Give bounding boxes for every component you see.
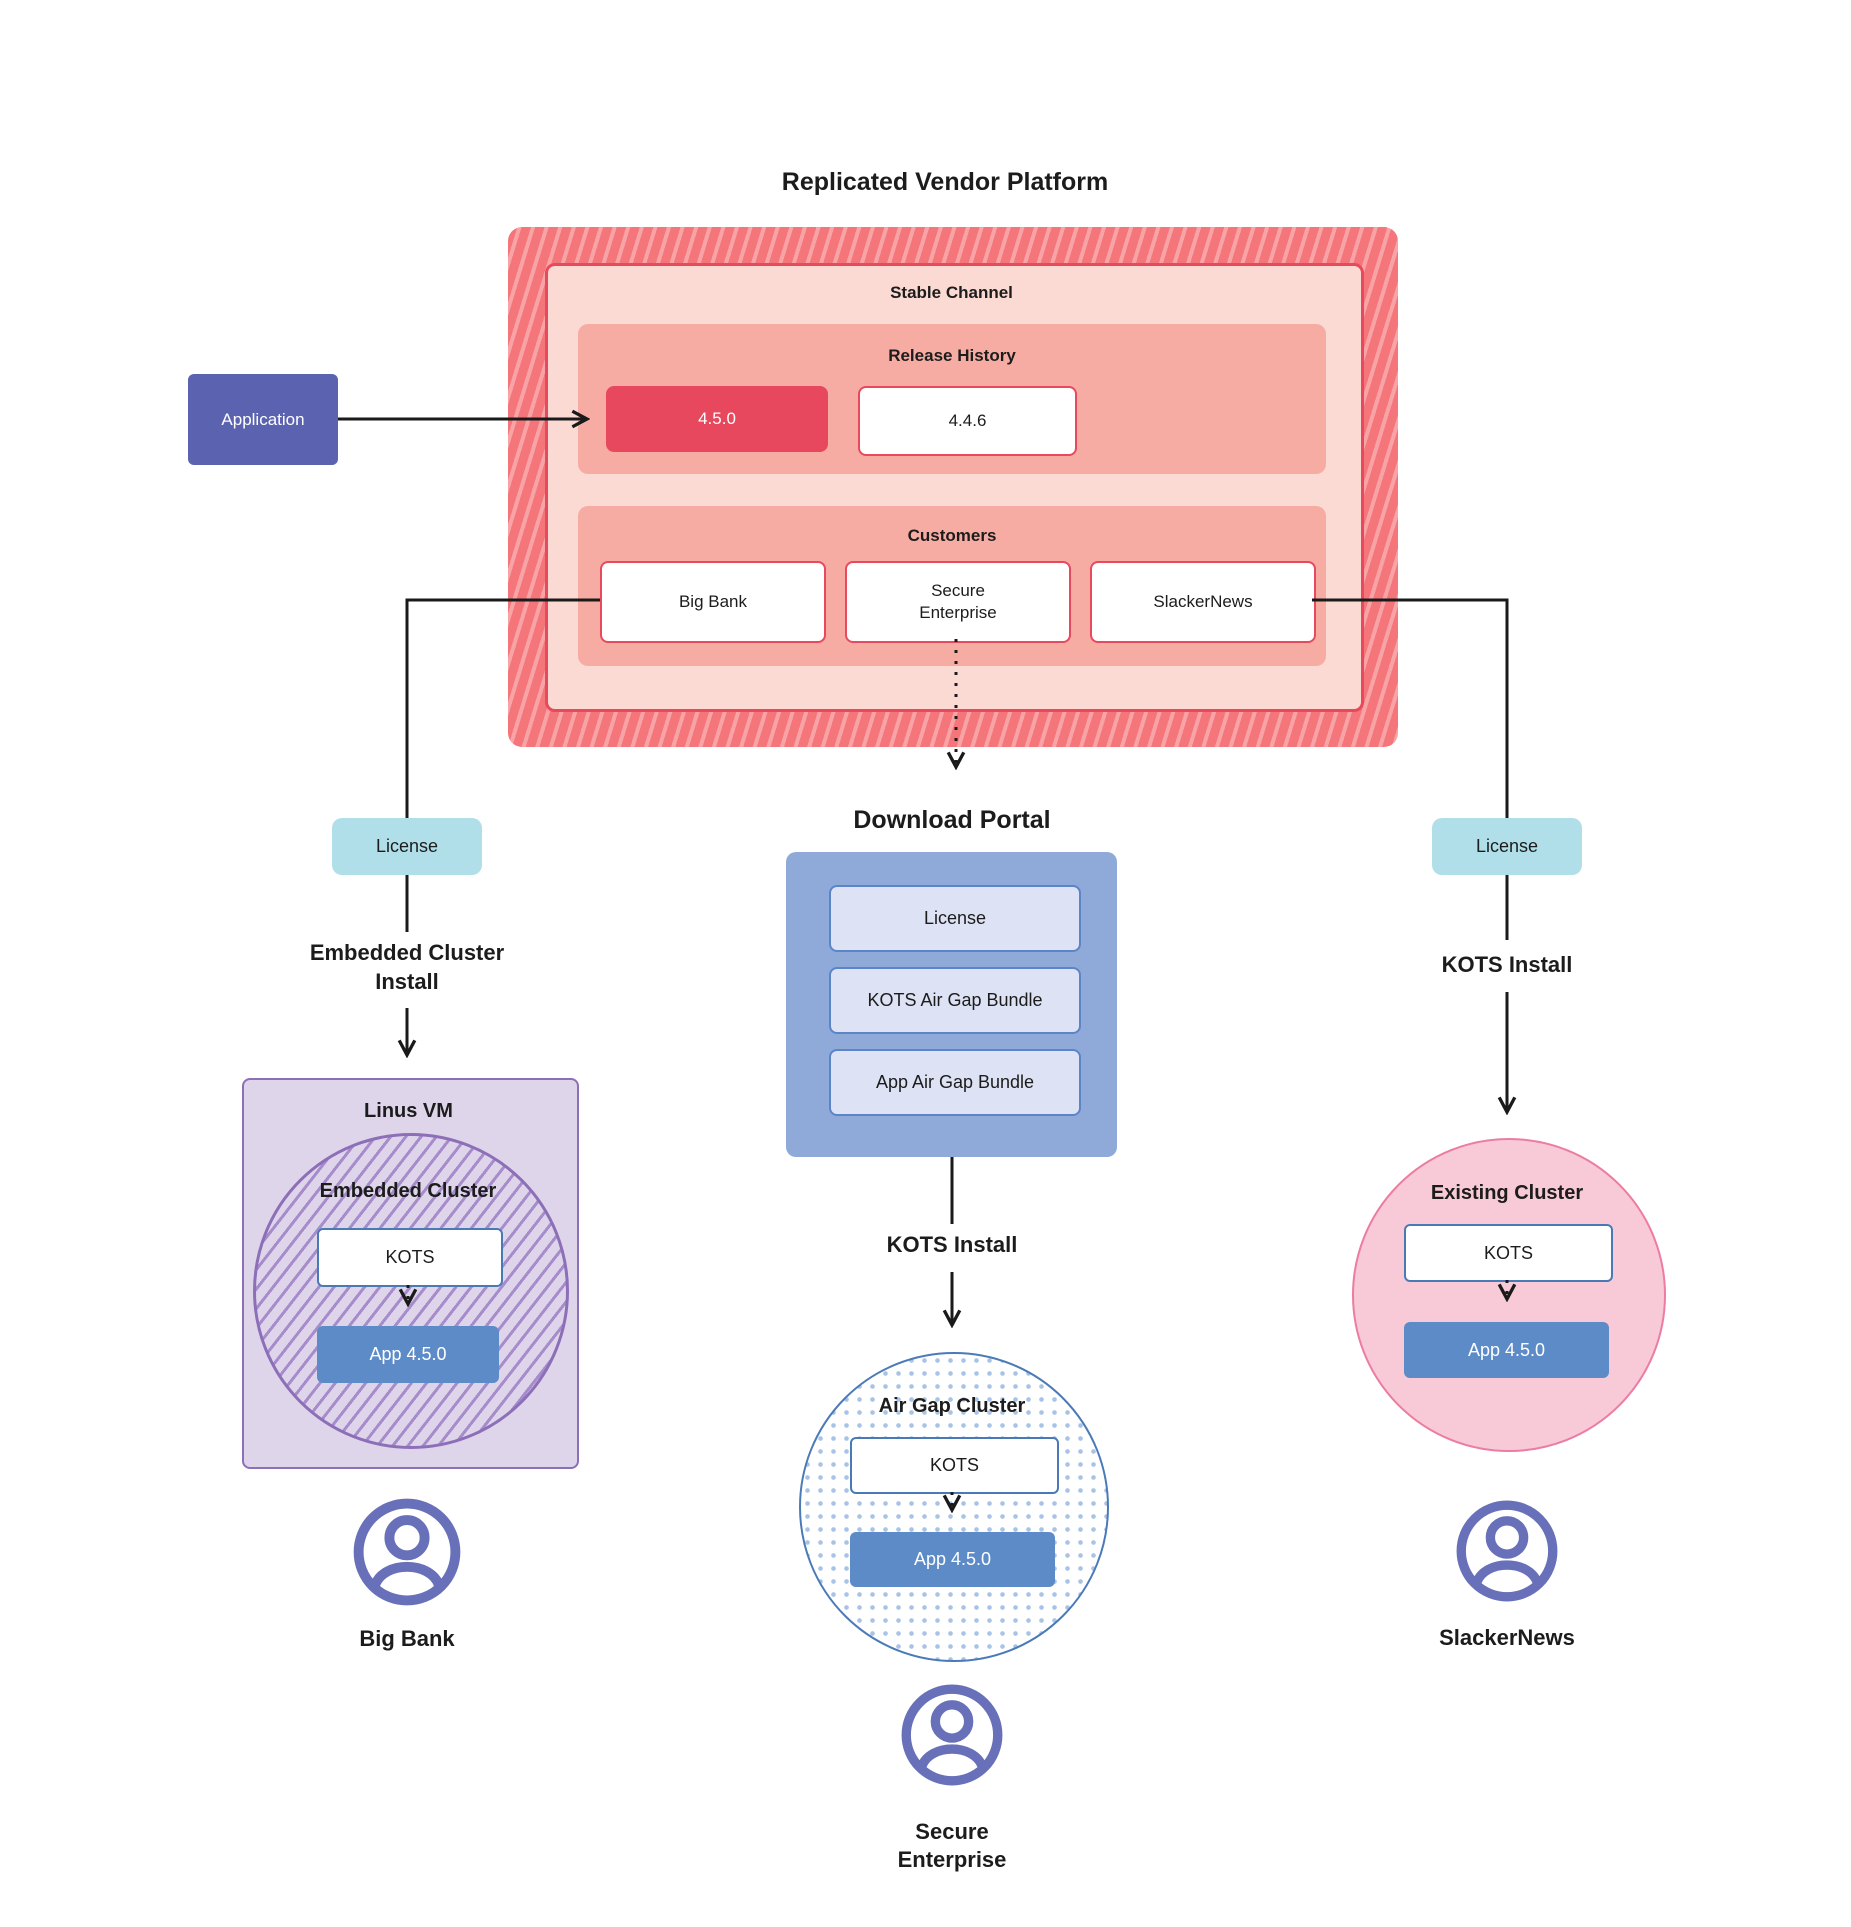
secure-enterprise-user-icon [901,1684,1003,1786]
release-current-label: 4.5.0 [698,409,736,428]
portal-kots-bundle-box: KOTS Air Gap Bundle [829,967,1081,1034]
download-portal-title: Download Portal [853,806,1051,834]
application-box: Application [188,374,338,465]
air-gap-cluster-circle [799,1352,1109,1662]
secure-enterprise-user-label: Secure Enterprise [852,1818,1052,1873]
embedded-cluster-install-label: Embedded Cluster Install [309,940,505,995]
linus-vm-label: Linus VM [364,1100,453,1122]
kots-install-right-label: KOTS Install [1441,952,1573,977]
customer-big-bank-label: Big Bank [678,591,748,611]
embedded-cluster-circle [253,1133,569,1449]
air-gap-kots-box: KOTS [850,1437,1059,1494]
portal-app-bundle-box: App Air Gap Bundle [829,1049,1081,1116]
release-history-label: Release History [888,346,1016,365]
air-gap-kots-label: KOTS [929,1455,979,1475]
customer-slackernews-box: SlackerNews [1090,561,1316,643]
kots-install-middle-label: KOTS Install [886,1232,1018,1257]
portal-license-box: License [829,885,1081,952]
stable-channel-label: Stable Channel [890,283,1013,302]
secure-enterprise-user-label-text: Secure Enterprise [897,1819,1007,1872]
portal-kots-bundle-label: KOTS Air Gap Bundle [867,990,1043,1010]
big-bank-license-label: License [375,836,439,856]
slackernews-license-label: License [1475,836,1539,856]
existing-kots-box: KOTS [1404,1224,1613,1282]
big-bank-license-box: License [332,818,482,875]
embedded-cluster-label: Embedded Cluster [319,1180,497,1202]
customers-label: Customers [907,526,997,545]
big-bank-user-icon [353,1498,461,1606]
release-previous-label: 4.4.6 [948,410,987,430]
release-previous-box: 4.4.6 [858,386,1077,456]
slackernews-license-box: License [1432,818,1582,875]
big-bank-app-label: App 4.5.0 [369,1344,447,1364]
customer-big-bank-box: Big Bank [600,561,826,643]
existing-app-label: App 4.5.0 [1467,1339,1546,1360]
diagram-title: Replicated Vendor Platform [781,168,1109,196]
big-bank-app-box: App 4.5.0 [317,1326,499,1383]
big-bank-user-label: Big Bank [359,1626,455,1651]
release-current-box: 4.5.0 [606,386,828,452]
big-bank-kots-label: KOTS [385,1247,435,1267]
existing-cluster-label: Existing Cluster [1430,1182,1584,1204]
application-label: Application [221,409,305,429]
existing-app-box: App 4.5.0 [1404,1322,1609,1378]
slackernews-user-label: SlackerNews [1439,1625,1575,1650]
slackernews-user-icon [1456,1500,1558,1602]
customer-secure-enterprise-label: Secure Enterprise [919,580,997,622]
air-gap-cluster-label: Air Gap Cluster [878,1395,1026,1417]
existing-kots-label: KOTS [1483,1242,1533,1263]
air-gap-app-label: App 4.5.0 [913,1549,992,1569]
portal-license-label: License [923,908,987,928]
customer-slackernews-label: SlackerNews [1153,591,1253,611]
portal-app-bundle-label: App Air Gap Bundle [875,1072,1035,1092]
customer-secure-enterprise-box: Secure Enterprise [845,561,1071,643]
air-gap-app-box: App 4.5.0 [850,1532,1055,1587]
big-bank-kots-box: KOTS [317,1228,503,1287]
